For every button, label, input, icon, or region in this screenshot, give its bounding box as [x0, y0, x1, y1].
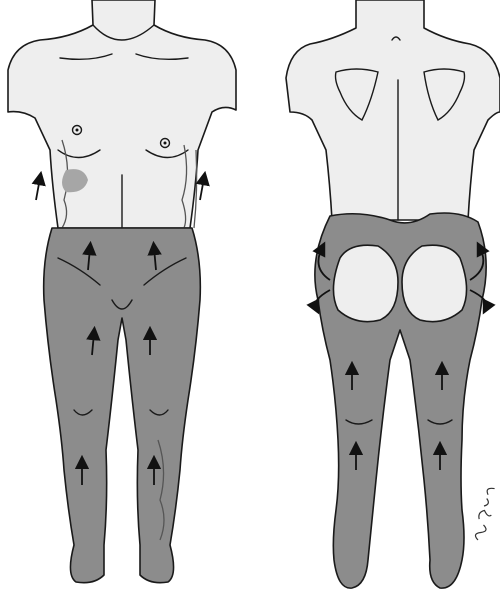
anterior-arrow-flank-left	[36, 178, 40, 200]
anterior-view	[8, 0, 236, 583]
posterior-buttocks-right	[402, 245, 467, 321]
posterior-torso	[286, 0, 500, 220]
posterior-view	[286, 0, 500, 588]
artist-signature	[470, 486, 500, 541]
anterior-nipple-left-dot	[76, 129, 79, 132]
posterior-buttocks	[333, 245, 398, 321]
anterior-nipple-right-dot	[164, 142, 167, 145]
anterior-lower-body-shaded	[44, 228, 201, 583]
anterior-arrow-flank-right	[200, 178, 204, 200]
